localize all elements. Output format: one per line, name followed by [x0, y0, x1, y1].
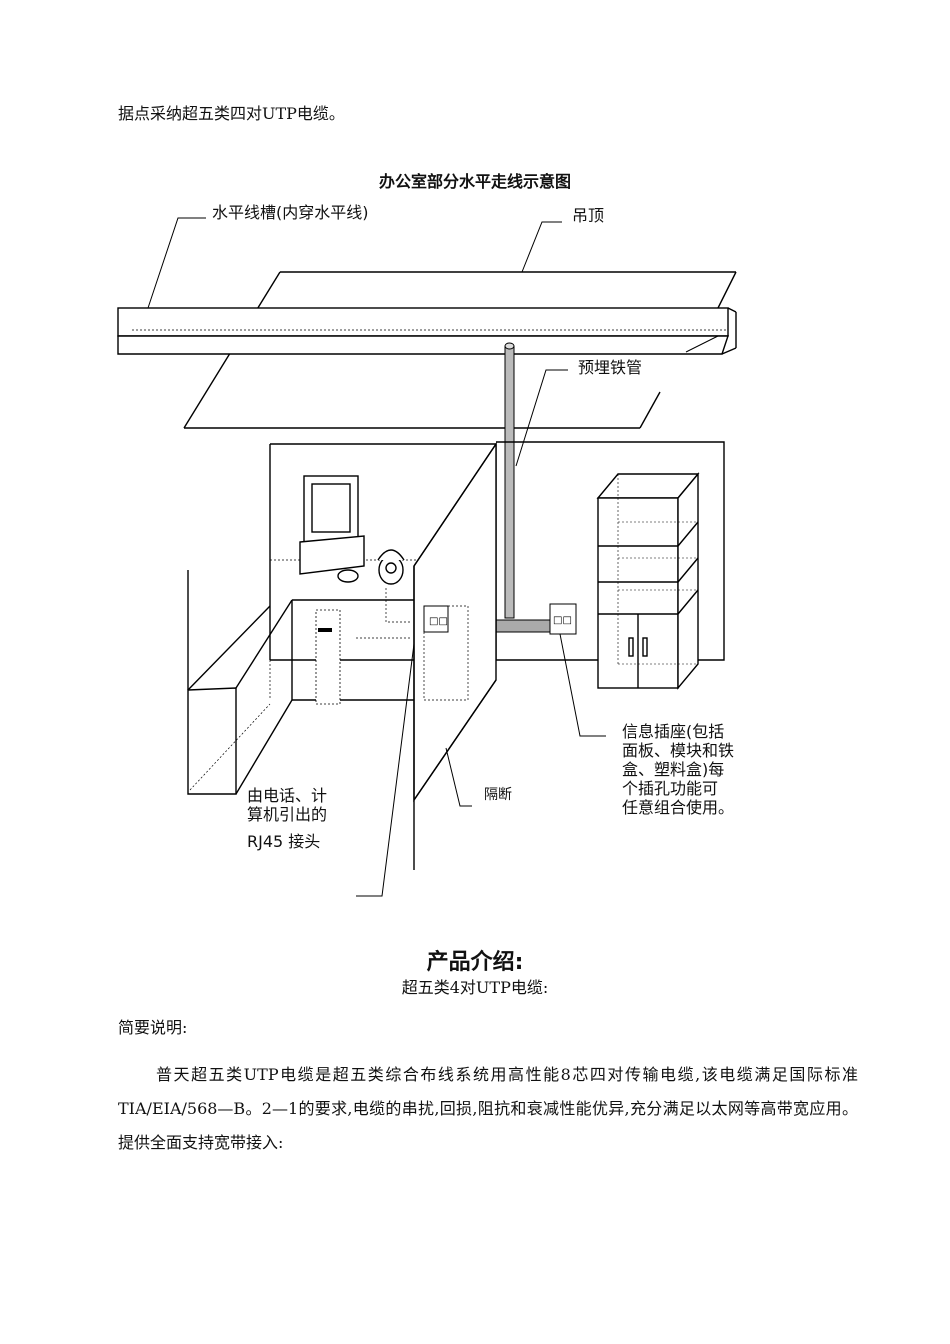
svg-text:□□: □□ [429, 616, 448, 627]
horizontal-trunking [117, 307, 737, 355]
summary-label: 简要说明: [118, 1018, 188, 1037]
label-partition: 隔断 [484, 787, 512, 803]
label-outlet-line: 面板、模块和铁 [622, 741, 735, 760]
label-rj45-line: 算机引出的 [247, 805, 328, 824]
label-rj45-line: 由电话、计 [247, 786, 328, 805]
outlet-box-left [423, 605, 449, 633]
embedded-conduit [445, 342, 551, 633]
product-subtitle: 超五类4对UTP电缆: [401, 978, 549, 997]
label-conduit: 预埋铁管 [578, 358, 643, 377]
label-outlet-line: 个插孔功能可 [622, 779, 719, 798]
label-outlet-line: 盒、塑料盒)每 [622, 760, 725, 779]
office-wiring-diagram: □□ □□ [117, 217, 737, 897]
product-paragraph: 普天超五类UTP电缆是超五类综合布线系统用高性能8芯四对传输电缆,该电缆满足国际… [118, 1065, 858, 1152]
intro-line: 据点采纳超五类四对UTP电缆。 [118, 104, 345, 123]
svg-text:□□: □□ [553, 615, 572, 626]
front-partition [413, 441, 497, 870]
product-heading: 产品介绍: [426, 950, 524, 975]
label-outlet-line: 任意组合使用。 [622, 798, 735, 817]
tower-pc [315, 609, 341, 705]
computer-drawing [299, 475, 365, 583]
diagram-title: 办公室部分水平走线示意图 [378, 172, 571, 191]
label-outlet-line: 信息插座(包括 [622, 722, 725, 741]
bookshelf-cabinet [596, 472, 700, 690]
telephone-drawing [377, 549, 405, 585]
label-rj45-line: RJ45 接头 [247, 832, 321, 851]
outlet-box-right [549, 603, 577, 635]
label-trunking: 水平线槽(内穿水平线) [212, 203, 369, 222]
label-ceiling: 吊顶 [572, 206, 605, 225]
